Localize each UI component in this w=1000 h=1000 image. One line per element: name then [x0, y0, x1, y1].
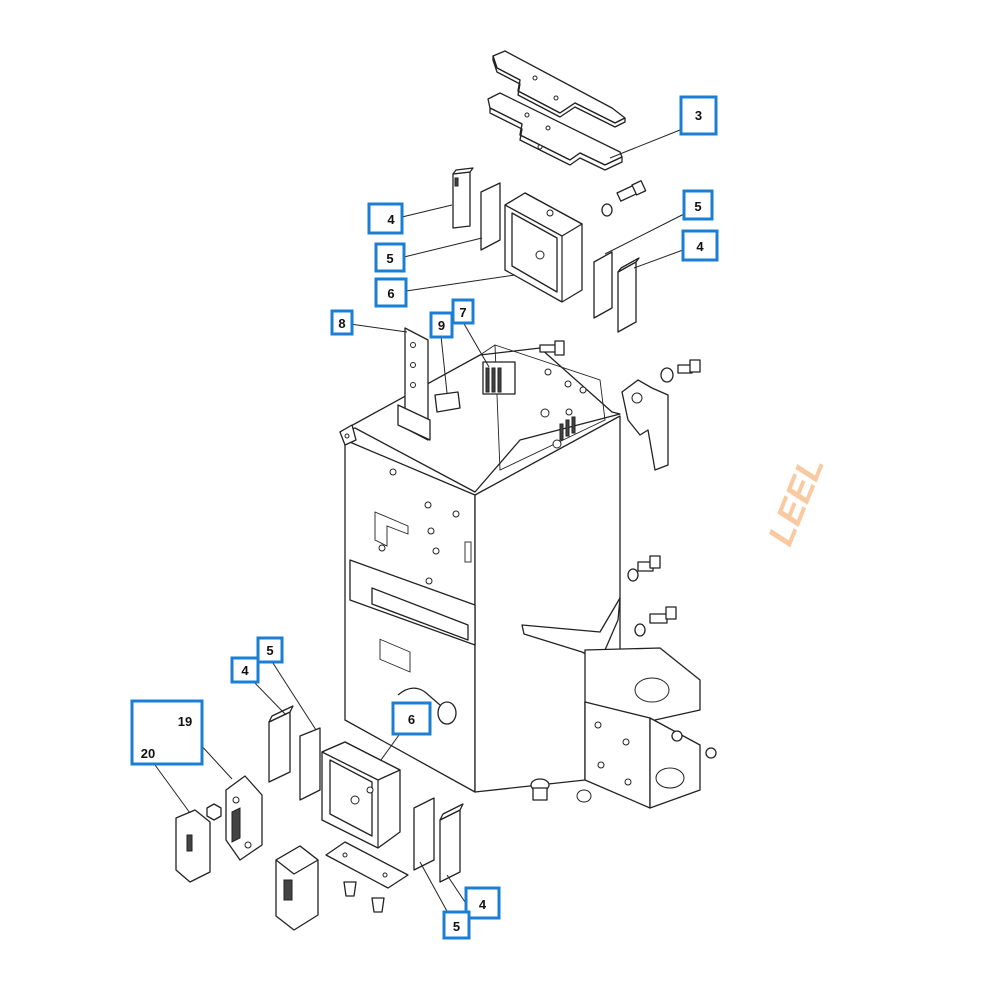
fitting-lower — [275, 845, 319, 931]
callout-label: 6 — [408, 712, 415, 727]
frame-bolt-upper — [539, 340, 565, 356]
callout-6-upper[interactable]: 6 — [374, 277, 408, 308]
callout-6-lower[interactable]: 6 — [391, 701, 432, 736]
callout-label: 8 — [338, 316, 345, 331]
callout-5-lower-right[interactable]: 5 — [442, 910, 471, 940]
frame-bolt-right-top — [660, 359, 701, 383]
callout-label-secondary: 20 — [141, 746, 155, 761]
upper-pad-left — [452, 167, 474, 229]
upper-pad-right — [617, 257, 640, 333]
upper-shim-right — [593, 251, 613, 319]
callout-label: 5 — [453, 919, 460, 934]
callout-label: 7 — [459, 305, 466, 320]
lower-shim-left — [299, 727, 321, 801]
upper-shim-left — [480, 182, 501, 251]
upper-bolt — [601, 180, 647, 217]
callout-5-upper-right[interactable]: 5 — [682, 189, 714, 221]
callout-label: 6 — [387, 286, 394, 301]
fitting-19-nut — [206, 803, 222, 821]
center-plate-8 — [397, 327, 431, 441]
upper-bracket-box — [504, 192, 583, 303]
lower-base-plate — [325, 841, 409, 889]
fitting-20 — [175, 809, 211, 883]
callout-4-upper-right[interactable]: 4 — [681, 229, 719, 262]
callout-label: 5 — [694, 199, 701, 214]
callout-label: 5 — [386, 251, 393, 266]
fitting-19 — [225, 775, 263, 861]
watermark-text: LEEL — [759, 450, 831, 551]
callout-label: 19 — [178, 714, 192, 729]
callout-label: 3 — [695, 108, 702, 123]
lower-pad-left — [268, 705, 294, 783]
lower-bracket-box — [321, 741, 401, 849]
center-block-9 — [434, 391, 461, 413]
leader-lines — [154, 129, 685, 914]
lower-shim-right — [413, 797, 435, 871]
callout-5-upper-left[interactable]: 5 — [374, 242, 406, 273]
main-frame — [339, 344, 621, 803]
callout-5-lower-left[interactable]: 5 — [256, 636, 284, 664]
callout-4-lower-right[interactable]: 4 — [464, 886, 501, 920]
callout-label: 4 — [479, 897, 487, 912]
side-handle — [621, 379, 669, 471]
callout-9[interactable]: 9 — [429, 311, 454, 339]
callout-label: 4 — [241, 663, 249, 678]
frame-bolt-low — [634, 606, 677, 637]
callout-8[interactable]: 8 — [330, 309, 354, 336]
top-plate-upper — [492, 50, 626, 128]
callout-label: 5 — [266, 643, 273, 658]
callout-19-20[interactable]: 19 20 — [130, 699, 204, 766]
lower-pad-right — [439, 803, 464, 883]
hitch-bracket — [584, 647, 717, 809]
callout-7[interactable]: 7 — [451, 298, 475, 325]
callout-4-upper-left[interactable]: 4 — [367, 202, 404, 235]
frame-bolt-mid — [627, 555, 661, 582]
callout-4-lower-left[interactable]: 4 — [230, 656, 260, 684]
lower-base-screws — [343, 881, 385, 913]
callout-3[interactable]: 3 — [679, 95, 718, 136]
callout-label: 4 — [696, 239, 704, 254]
center-damper-7 — [482, 361, 576, 441]
callout-label: 4 — [387, 212, 395, 227]
top-plate-lower — [487, 92, 623, 171]
callout-label: 9 — [438, 318, 445, 333]
